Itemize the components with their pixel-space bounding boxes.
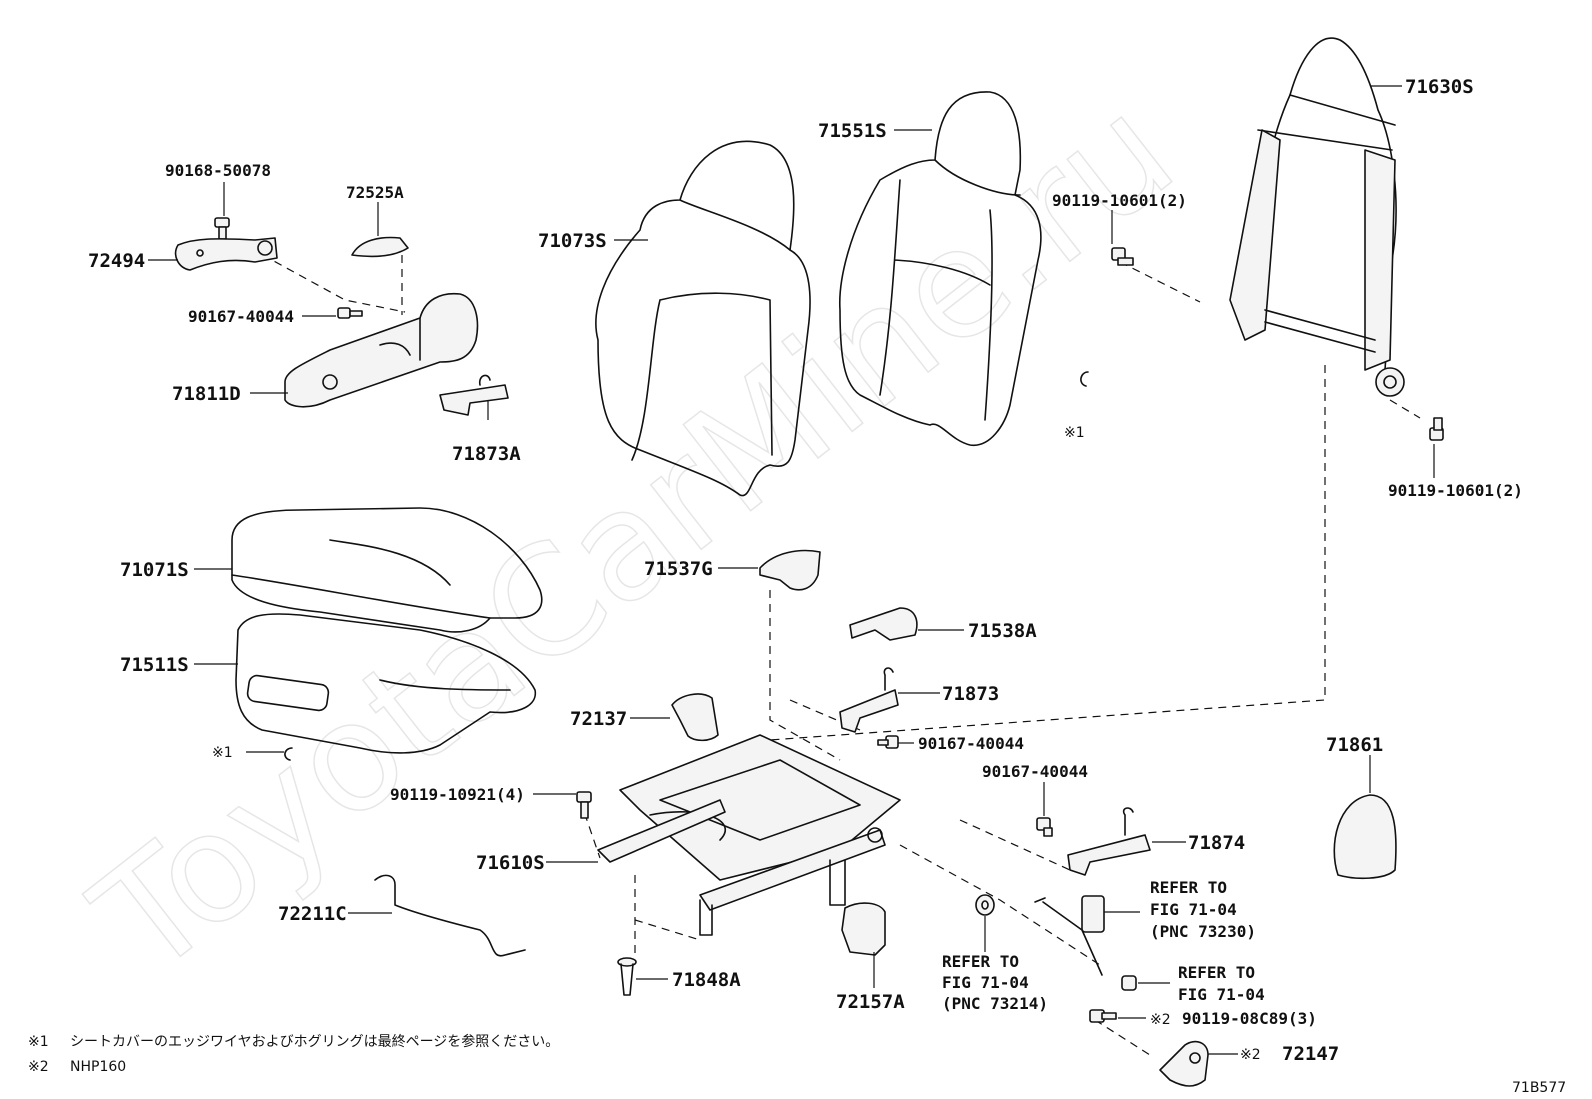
label-71538A: 71538A bbox=[968, 620, 1037, 642]
refer-note-73230: REFER TO FIG 71-04 (PNC 73230) bbox=[1150, 878, 1256, 941]
label-90168-50078: 90168-50078 bbox=[165, 161, 271, 180]
svg-text:(PNC 73230): (PNC 73230) bbox=[1150, 922, 1256, 941]
screw-90167-40044-b bbox=[877, 735, 899, 749]
svg-text:REFER TO: REFER TO bbox=[1178, 963, 1255, 982]
figure-code: 71B577 bbox=[1512, 1080, 1566, 1096]
label-72137: 72137 bbox=[570, 708, 627, 730]
label-71537G: 71537G bbox=[644, 558, 713, 580]
cover-72137 bbox=[671, 693, 719, 742]
refer-note-73214: REFER TO FIG 71-04 (PNC 73214) bbox=[942, 952, 1048, 1013]
svg-text:FIG 71-04: FIG 71-04 bbox=[1150, 900, 1237, 919]
label-note1-mark-a: ※1 bbox=[1064, 425, 1085, 441]
footnote-1-mark: ※1 bbox=[28, 1034, 49, 1050]
cover-72157A bbox=[841, 902, 886, 956]
refer-note-nut: REFER TO FIG 71-04 bbox=[1178, 963, 1265, 1004]
label-71511S: 71511S bbox=[120, 654, 189, 676]
label-71811D: 71811D bbox=[172, 383, 241, 405]
nut-refer-fig bbox=[1121, 975, 1137, 991]
label-90119-10601-a: 90119-10601(2) bbox=[1052, 191, 1187, 210]
label-90119-10601-b: 90119-10601(2) bbox=[1388, 481, 1523, 500]
seatback-cover-71073S bbox=[595, 140, 811, 497]
label-71073S: 71073S bbox=[538, 230, 607, 252]
seat-adjuster-71610S bbox=[597, 734, 901, 936]
watermark: ToyotaCarMine.ru bbox=[64, 64, 1205, 1008]
label-90167-40044-a: 90167-40044 bbox=[188, 307, 294, 326]
svg-text:FIG 71-04: FIG 71-04 bbox=[942, 973, 1029, 992]
label-71848A: 71848A bbox=[672, 969, 741, 991]
label-72157A: 72157A bbox=[836, 991, 905, 1013]
bracket-71874 bbox=[1067, 807, 1151, 876]
footnote-2-mark: ※2 bbox=[28, 1059, 49, 1075]
footnote-2-text: NHP160 bbox=[70, 1059, 126, 1075]
buckle-73230 bbox=[1034, 895, 1105, 976]
label-72147: 72147 bbox=[1282, 1043, 1339, 1065]
bolt-90119-08C89 bbox=[1089, 1009, 1117, 1023]
label-72525A: 72525A bbox=[346, 183, 404, 202]
bracket-71538A bbox=[849, 607, 918, 641]
label-mark2-a: ※2 bbox=[1150, 1012, 1171, 1028]
label-72211C: 72211C bbox=[278, 903, 347, 925]
bracket-71873 bbox=[839, 667, 899, 733]
svg-text:(PNC 73214): (PNC 73214) bbox=[942, 994, 1048, 1013]
label-90167-40044-b: 90167-40044 bbox=[918, 734, 1024, 753]
label-71873A: 71873A bbox=[452, 443, 521, 465]
label-71630S: 71630S bbox=[1405, 76, 1474, 98]
pin-71848A bbox=[617, 957, 637, 996]
label-90119-10921: 90119-10921(4) bbox=[390, 785, 525, 804]
screw-90167-40044-a bbox=[337, 307, 363, 319]
footnote-1-text: シートカバーのエッジワイヤおよびホグリングは最終ページを参照ください。 bbox=[70, 1033, 559, 1050]
bracket-72147 bbox=[1159, 1040, 1209, 1087]
label-mark2-b: ※2 bbox=[1240, 1047, 1261, 1063]
screw-90167-40044-c bbox=[1036, 817, 1053, 837]
bolt-90119-10921 bbox=[576, 791, 592, 819]
hog-ring-icon bbox=[1080, 371, 1089, 387]
label-71610S: 71610S bbox=[476, 852, 545, 874]
label-90119-08C89: 90119-08C89(3) bbox=[1182, 1009, 1317, 1028]
label-note1-mark-b: ※1 bbox=[212, 745, 233, 761]
lever-72494 bbox=[174, 237, 278, 271]
shield-71811D bbox=[284, 292, 479, 408]
hog-ring-icon bbox=[284, 747, 293, 761]
seatback-frame-71630S bbox=[1229, 37, 1405, 397]
label-71874: 71874 bbox=[1188, 832, 1245, 854]
leader-lines bbox=[148, 85, 1435, 1055]
cover-71537G bbox=[759, 549, 821, 591]
svg-text:REFER TO: REFER TO bbox=[942, 952, 1019, 971]
label-72494: 72494 bbox=[88, 250, 145, 272]
washer-73214 bbox=[975, 894, 995, 916]
knob-72525A bbox=[351, 236, 409, 258]
footnotes: ※1 シートカバーのエッジワイヤおよびホグリングは最終ページを参照ください。 ※… bbox=[28, 1033, 559, 1075]
label-71873: 71873 bbox=[942, 683, 999, 705]
wire-72211C bbox=[374, 874, 526, 957]
svg-text:REFER TO: REFER TO bbox=[1150, 878, 1227, 897]
label-71551S: 71551S bbox=[818, 120, 887, 142]
bolt-90119-10601-a bbox=[1111, 247, 1134, 266]
svg-text:FIG 71-04: FIG 71-04 bbox=[1178, 985, 1265, 1004]
knob-71861 bbox=[1333, 794, 1397, 880]
screw-90168-50078 bbox=[214, 217, 230, 240]
seatback-pad-71551S bbox=[838, 91, 1042, 446]
bracket-71873A bbox=[439, 374, 509, 416]
label-90167-40044-c: 90167-40044 bbox=[982, 762, 1088, 781]
bolt-90119-10601-b bbox=[1429, 417, 1444, 441]
cushion-cover-71071S bbox=[231, 507, 543, 633]
cushion-pad-71511S bbox=[235, 613, 537, 754]
label-71071S: 71071S bbox=[120, 559, 189, 581]
label-71861: 71861 bbox=[1326, 734, 1383, 756]
